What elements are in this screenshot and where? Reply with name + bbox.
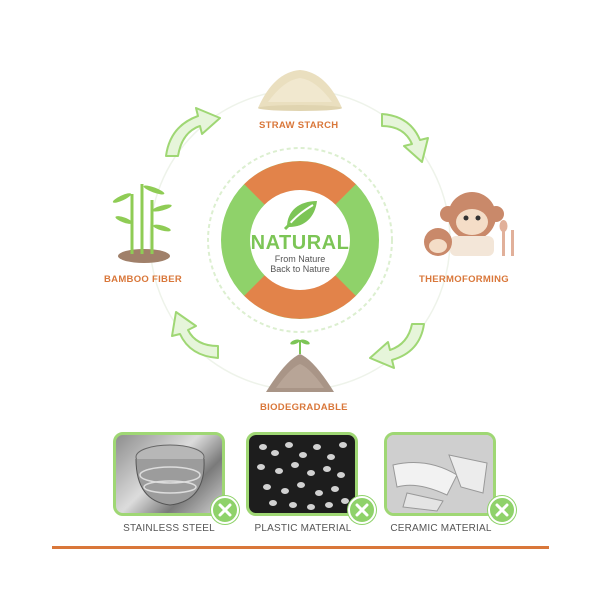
center-title: NATURAL: [250, 232, 350, 254]
step-biodegradable: BIODEGRADABLE: [260, 402, 348, 413]
bamboo-image: [112, 184, 172, 263]
soil-sprout-image: [266, 339, 334, 392]
ceramic-material-panel: [384, 432, 496, 516]
step-straw-starch: STRAW STARCH: [259, 120, 339, 131]
label-stainless-steel: STAINLESS STEEL: [123, 523, 215, 534]
arrow-up-left-icon: [171, 311, 219, 359]
broken-ceramic-image: [387, 435, 493, 513]
leaf-icon: [283, 201, 317, 231]
close-icon: [488, 496, 516, 524]
arrow-down-right-icon: [381, 113, 429, 163]
plastic-material-panel: [246, 432, 358, 516]
bottom-divider: [52, 546, 549, 549]
stainless-bowls-image: [135, 444, 205, 506]
arrow-up-right-icon: [165, 107, 221, 157]
arrow-down-left-icon: [369, 323, 425, 369]
straw-starch-image: [258, 70, 342, 111]
close-icon: [348, 496, 376, 524]
label-ceramic-material: CERAMIC MATERIAL: [390, 523, 492, 534]
center-subtitle-line2: Back to Nature: [270, 264, 330, 274]
close-icon: [211, 496, 239, 524]
stainless-steel-panel: [113, 432, 225, 516]
step-thermoforming: THERMOFORMING: [419, 274, 509, 285]
plastic-pellets-image: [257, 442, 349, 510]
label-plastic-material: PLASTIC MATERIAL: [254, 523, 352, 534]
monkey-tableware-image: [424, 192, 514, 256]
life-ring-graphic: [219, 159, 381, 321]
center-subtitle-line1: From Nature: [274, 254, 326, 264]
step-bamboo-fiber: BAMBOO FIBER: [104, 274, 183, 285]
